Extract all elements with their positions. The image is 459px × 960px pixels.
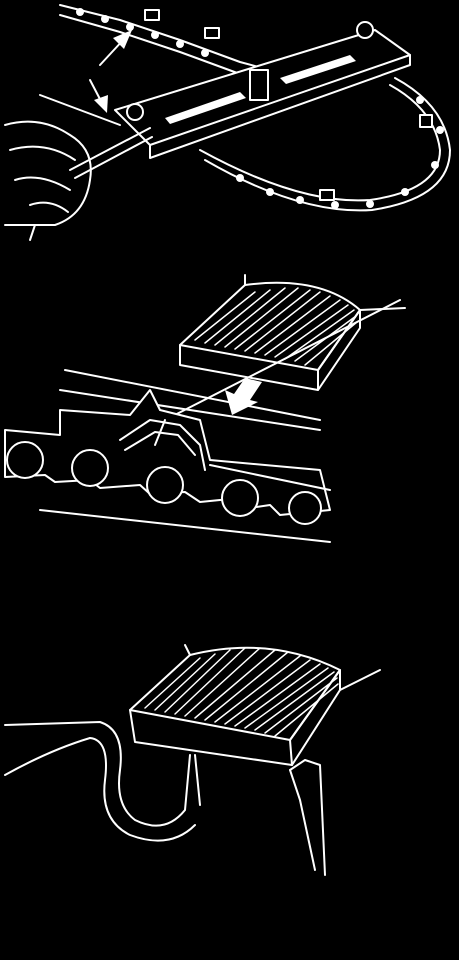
arrow-icon: [99, 30, 132, 66]
chain-cutter: [4, 721, 326, 876]
chain-links: [4, 389, 331, 525]
file-guide-illustration: [4, 4, 451, 241]
depth-gauge-tool: [179, 274, 406, 391]
panel-depth-gauge-cutter: [0, 630, 459, 960]
file-rod: [69, 127, 151, 171]
saw-chain-loop: [39, 77, 451, 212]
panel-file-guide: [0, 0, 459, 250]
depth-gauge-chain-illustration: [4, 274, 406, 543]
file-guide: [114, 21, 411, 159]
panel-depth-gauge-chain: [0, 270, 459, 570]
arrow-icon: [89, 79, 108, 113]
depth-gauge-tool: [129, 644, 381, 766]
hand: [4, 120, 92, 241]
arrow-down-icon: [225, 378, 262, 415]
depth-gauge-cutter-illustration: [4, 644, 381, 876]
